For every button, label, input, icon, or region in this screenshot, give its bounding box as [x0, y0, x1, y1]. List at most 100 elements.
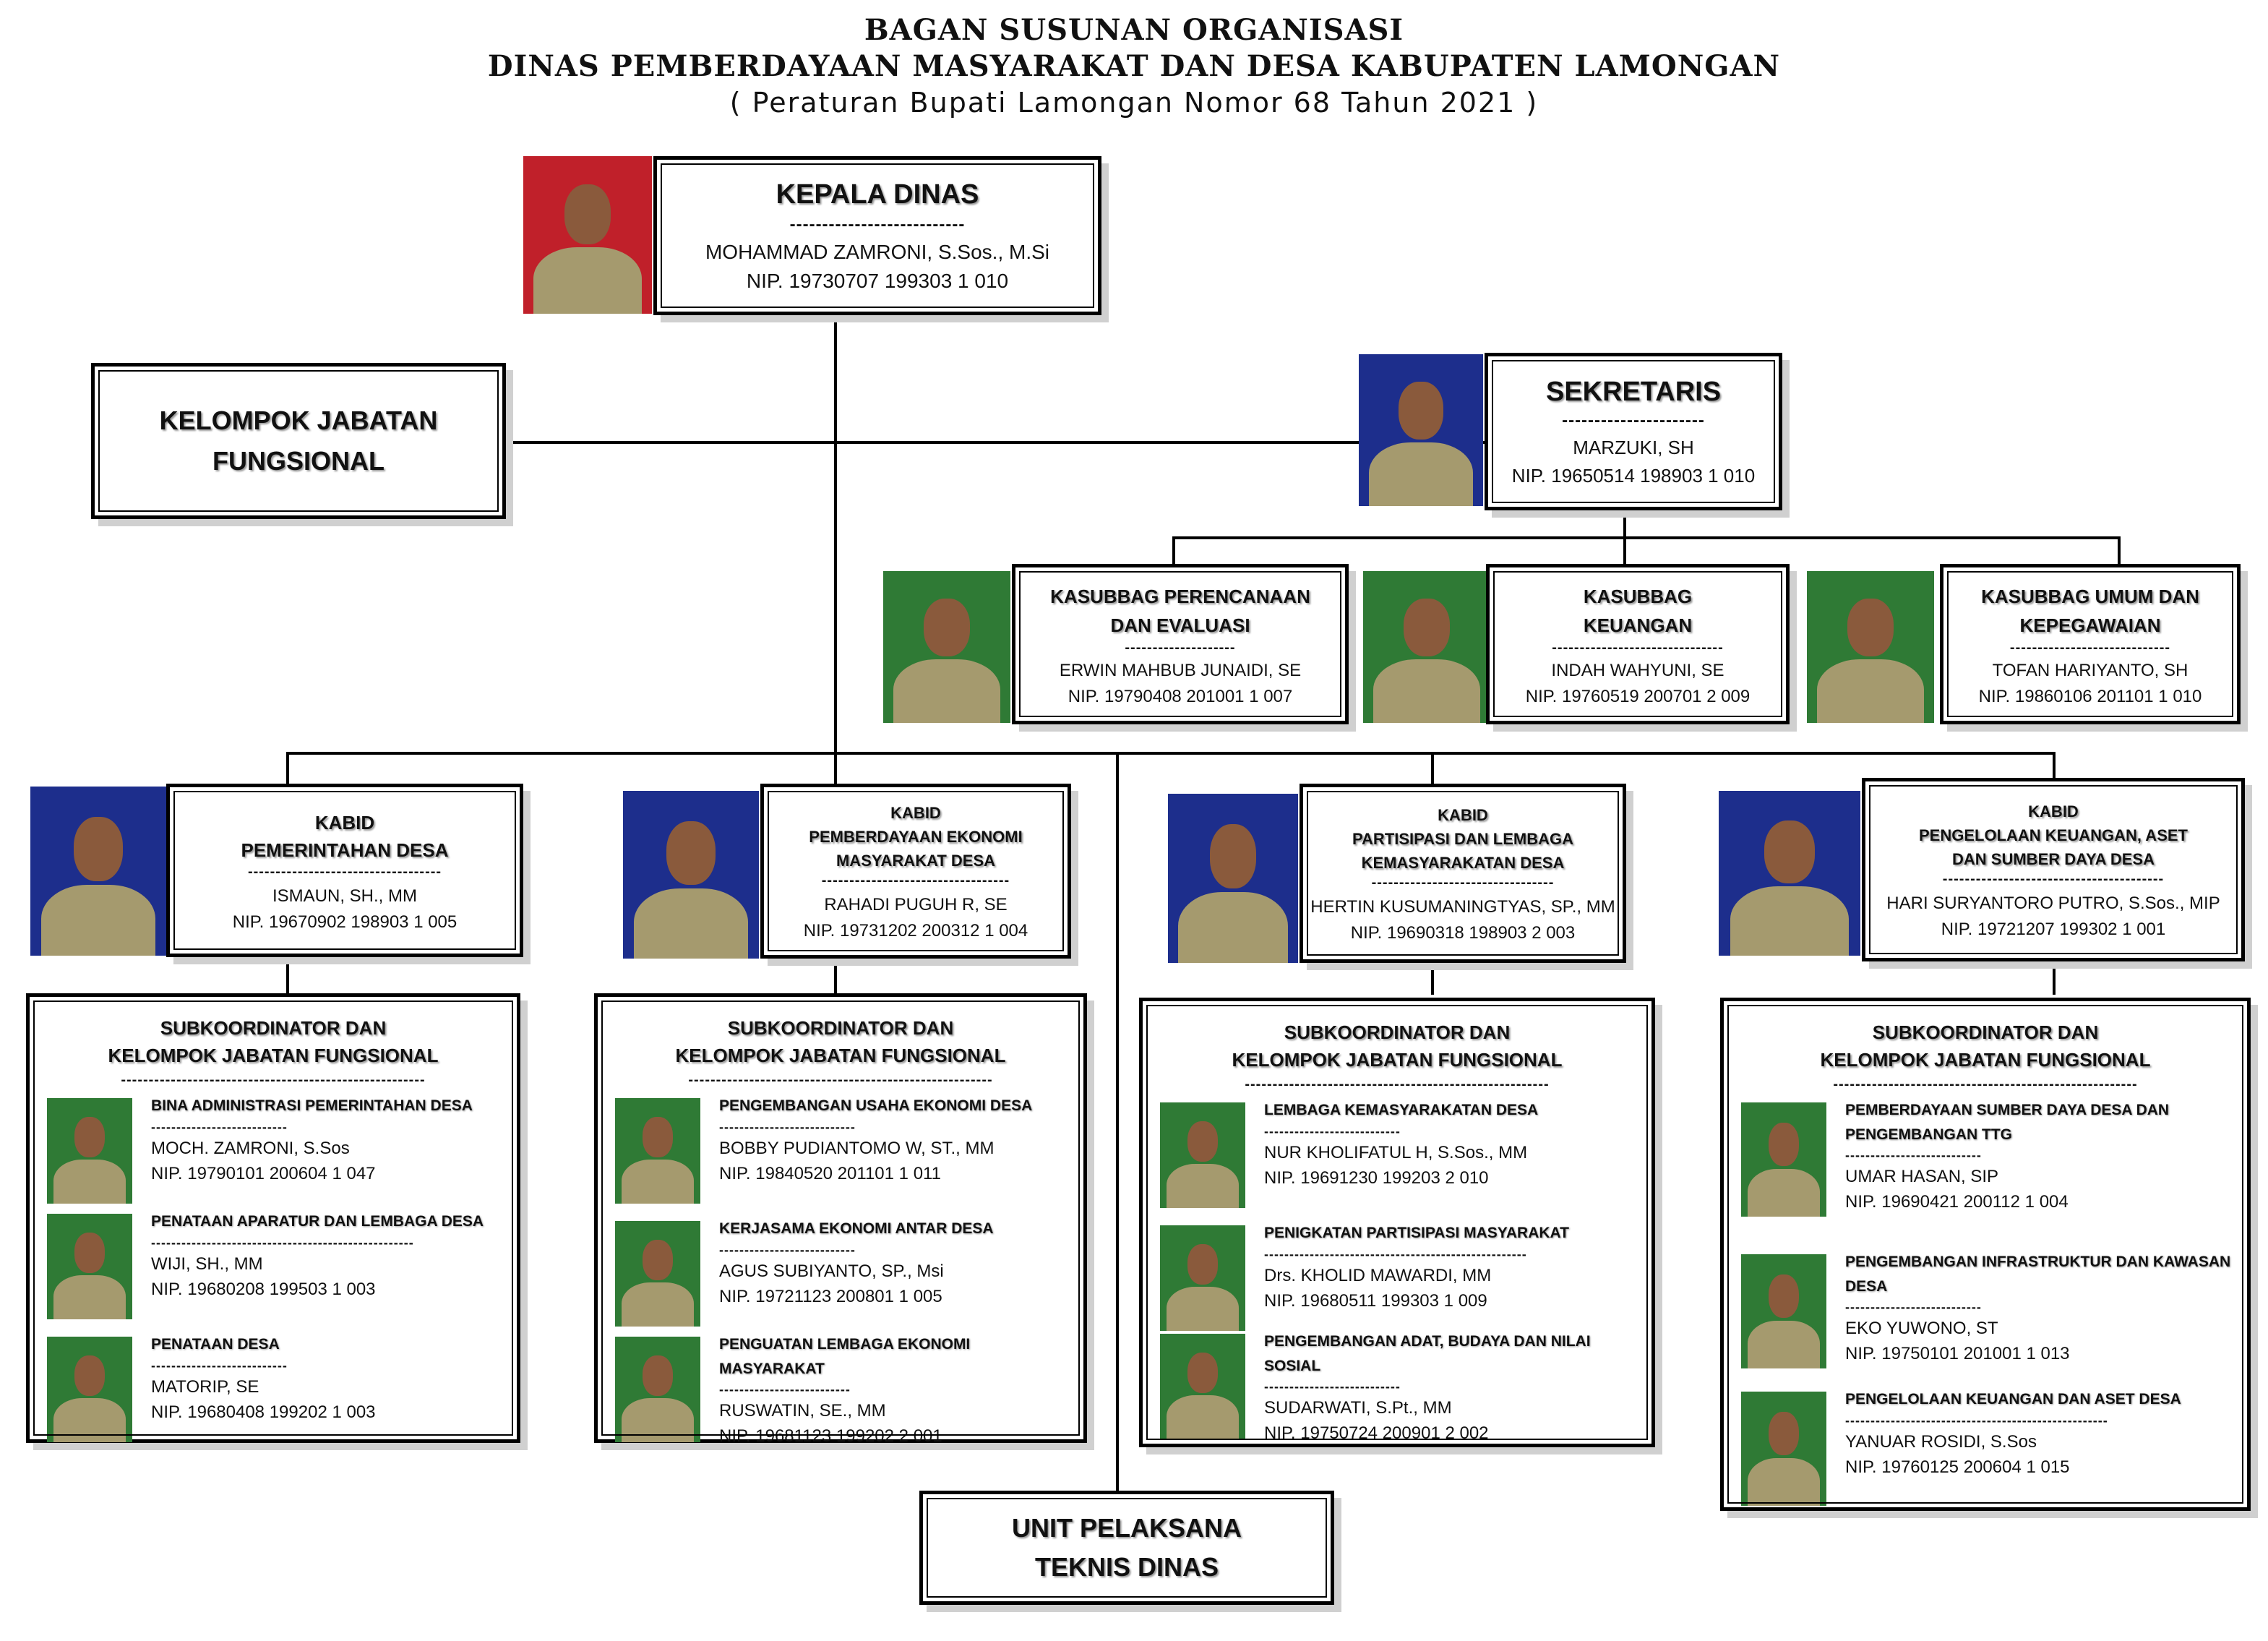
- sub-item-nip: NIP. 19690421 200112 1 004: [1845, 1192, 2069, 1212]
- kabid-photo: [623, 791, 759, 959]
- subkoordinator-item: KERJASAMA EKONOMI ANTAR DESA------------…: [719, 1217, 1072, 1309]
- kabid-nip: NIP. 19670902 198903 1 005: [232, 912, 458, 932]
- connector-line: [1623, 510, 1626, 539]
- sub-item-title: KERJASAMA EKONOMI ANTAR DESA: [719, 1220, 994, 1237]
- kepala-nip: NIP. 19730707 199303 1 010: [746, 269, 1009, 292]
- subkoordinator-photo: [615, 1098, 700, 1204]
- connector-line: [506, 441, 1485, 444]
- subkoordinator-photo: [615, 1337, 700, 1442]
- connector-line: [286, 752, 289, 785]
- sub-header-line2: KELOMPOK JABATAN FUNGSIONAL: [1820, 1049, 2151, 1071]
- chart-subtitle: DINAS PEMBERDAYAAN MASYARAKAT DAN DESA K…: [487, 49, 1781, 83]
- subkoordinator-photo: [1160, 1225, 1245, 1331]
- subkoordinator-item: PENGEMBANGAN USAHA EKONOMI DESA---------…: [719, 1094, 1072, 1186]
- sub-item-title: PENGEMBANGAN INFRASTRUKTUR DAN KAWASAN D…: [1845, 1254, 2231, 1295]
- sub-item-nip: NIP. 19760125 200604 1 015: [1845, 1457, 2070, 1477]
- subkoordinator-item: BINA ADMINISTRASI PEMERINTAHAN DESA-----…: [151, 1094, 505, 1186]
- portrait-head: [564, 184, 611, 245]
- subkoordinator-photo: [1741, 1254, 1826, 1368]
- kasubbag-name: TOFAN HARIYANTO, SH: [1992, 660, 2188, 680]
- sub-item-name: Drs. KHOLID MAWARDI, MM: [1264, 1265, 1492, 1285]
- kabid-title: KEMASYARAKATAN DESA: [1361, 854, 1565, 872]
- sub-item-title: BINA ADMINISTRASI PEMERINTAHAN DESA: [151, 1097, 473, 1114]
- portrait-body: [1373, 659, 1480, 723]
- kabid-photo: [1719, 791, 1860, 956]
- chart-title: BAGAN SUSUNAN ORGANISASI: [864, 13, 1404, 47]
- kabid-nip: NIP. 19731202 200312 1 004: [803, 921, 1028, 941]
- portrait-head: [1768, 1274, 1800, 1319]
- kepala-name: MOHAMMAD ZAMRONI, S.Sos., M.Si: [705, 240, 1050, 263]
- divider: -----------------------------: [2009, 639, 2171, 656]
- divider: ----------------------------------------…: [1833, 1076, 2138, 1092]
- portrait-body: [1167, 1394, 1239, 1439]
- connector-line: [286, 752, 2054, 755]
- portrait-body: [1368, 442, 1474, 506]
- sub-item-title: PENGELOLAAN KEUANGAN DAN ASET DESA: [1845, 1391, 2181, 1408]
- subkoordinator-photo: [47, 1098, 132, 1204]
- kabid-photo: [30, 787, 166, 956]
- sub-item-name: WIJI, SH., MM: [151, 1254, 263, 1274]
- portrait-head: [1187, 1353, 1219, 1393]
- portrait-head: [1847, 598, 1894, 656]
- sub-item-nip: NIP. 19680208 199503 1 003: [151, 1279, 376, 1299]
- portrait-head: [666, 820, 716, 885]
- connector-line: [834, 752, 837, 785]
- subkoordinator-photo: [1741, 1392, 1826, 1506]
- portrait-head: [642, 1355, 674, 1396]
- kasubbag-title: KEPEGAWAIAN: [2019, 614, 2161, 636]
- divider: ----------------------------------------…: [688, 1072, 993, 1088]
- portrait-head: [1768, 1412, 1800, 1456]
- sub-item-title: PENATAAN APARATUR DAN LEMBAGA DESA: [151, 1213, 484, 1230]
- sub-item-name: NUR KHOLIFATUL H, S.Sos., MM: [1264, 1142, 1528, 1162]
- sub-item-name: YANUAR ROSIDI, S.Sos: [1845, 1431, 2037, 1452]
- kabid-name: RAHADI PUGUH R, SE: [824, 895, 1008, 914]
- sub-item-nip: NIP. 19840520 201101 1 011: [719, 1163, 941, 1183]
- connector-line: [1116, 752, 1119, 1491]
- connector-line: [286, 959, 289, 995]
- regulation-reference: ( Peraturan Bupati Lamongan Nomor 68 Tah…: [729, 87, 1539, 119]
- kabid-title: KABID: [314, 811, 375, 834]
- kabid-title: PARTISIPASI DAN LEMBAGA: [1352, 830, 1573, 848]
- portrait-head: [74, 1233, 106, 1273]
- connector-line: [1623, 536, 1626, 565]
- sekretaris-title: SEKRETARIS: [1545, 376, 1722, 407]
- portrait-head: [1187, 1121, 1219, 1162]
- sub-item-title: PEMBERDAYAAN SUMBER DAYA DESA DAN PENGEM…: [1845, 1102, 2170, 1143]
- sub-header-line1: SUBKOORDINATOR DAN: [160, 1017, 387, 1039]
- kabid-title: PEMBERDAYAAN EKONOMI: [809, 828, 1023, 846]
- kabid-name: ISMAUN, SH., MM: [272, 886, 417, 906]
- kasubbag-title: KASUBBAG: [1583, 585, 1693, 607]
- divider: ----------------------------------------…: [1245, 1076, 1550, 1092]
- kasubbag-box: KASUBBAG UMUM DAN KEPEGAWAIAN ------------…: [1940, 564, 2241, 724]
- sub-item-name: MATORIP, SE: [151, 1376, 259, 1397]
- kasubbag-photo: [1363, 571, 1490, 723]
- kasubbag-nip: NIP. 19790408 201001 1 007: [1068, 686, 1293, 706]
- connector-line: [2053, 752, 2056, 785]
- kasubbag-title: KASUBBAG UMUM DAN: [1981, 585, 2199, 607]
- subkoordinator-item: PEMBERDAYAAN SUMBER DAYA DESA DAN PENGEM…: [1845, 1098, 2235, 1215]
- subkoordinator-photo: [615, 1221, 700, 1327]
- portrait-head: [642, 1240, 674, 1280]
- portrait-body: [1167, 1286, 1239, 1331]
- sekretaris-name: MARZUKI, SH: [1573, 436, 1694, 458]
- sub-item-name: UMAR HASAN, SIP: [1845, 1167, 1999, 1187]
- sub-item-nip: NIP. 19681123 199202 2 001: [719, 1426, 942, 1447]
- portrait-head: [1764, 820, 1816, 883]
- kasubbag-title: DAN EVALUASI: [1110, 614, 1250, 636]
- portrait-body: [53, 1159, 126, 1204]
- portrait-body: [41, 884, 155, 956]
